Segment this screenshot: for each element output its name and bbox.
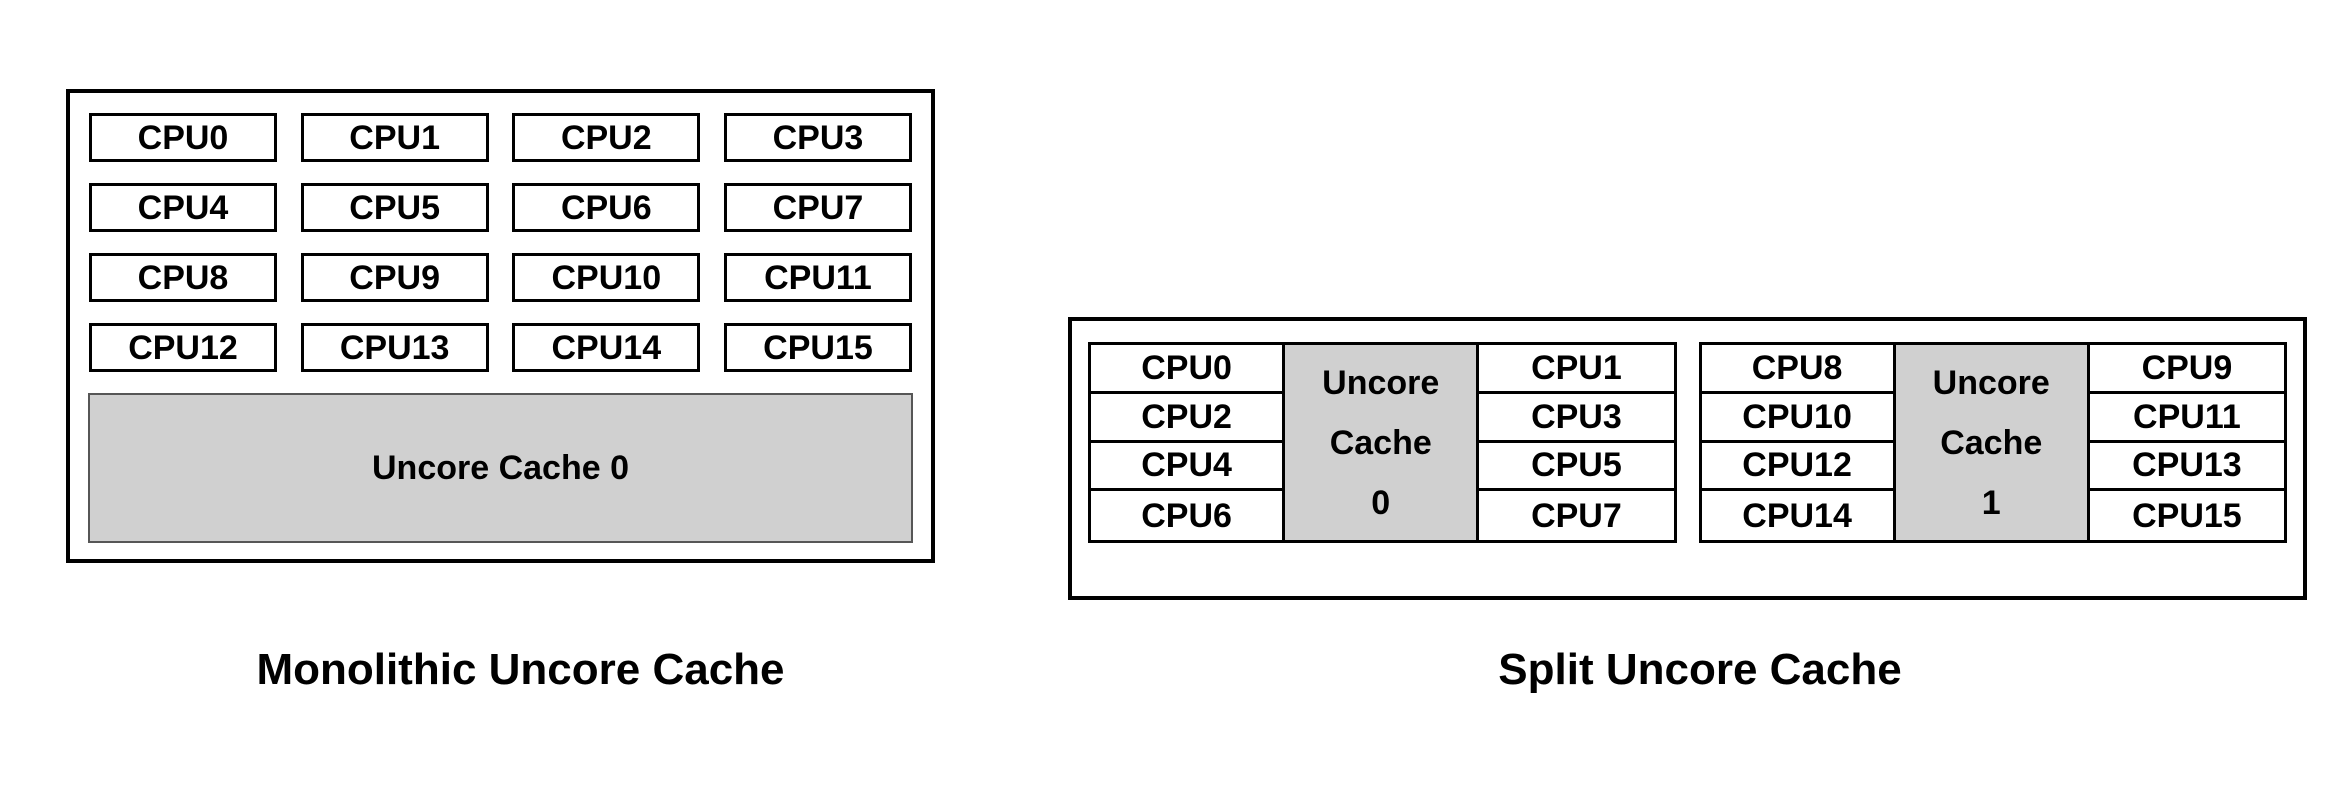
cache-line: 1 [1981, 483, 2001, 522]
cpu-cell: CPU12 [1701, 442, 1896, 492]
cpu-cell: CPU10 [1701, 393, 1896, 443]
cache-line: Uncore [1322, 363, 1440, 402]
cache-line: Cache [1329, 423, 1432, 462]
split-group-1: CPU8 CPU10 CPU12 CPU14 Uncore Cache 1 CP… [1698, 342, 2287, 543]
split-caption: Split Uncore Cache [1498, 645, 1902, 694]
cpu-cell: CPU13 [2089, 442, 2284, 492]
uncore-cache-0-cell: Uncore Cache 0 [1285, 345, 1480, 540]
cpu-cell: CPU4 [1091, 442, 1286, 492]
cache-line: Uncore [1932, 363, 2050, 402]
uncore-cache-1-cell: Uncore Cache 1 [1895, 345, 2090, 540]
cpu-cell: CPU1 [1479, 345, 1674, 394]
cpu-cell: CPU11 [2089, 393, 2284, 443]
cpu-box: CPU12 [89, 323, 277, 372]
cpu-box: CPU6 [512, 183, 701, 232]
cache-line: 0 [1371, 483, 1391, 522]
monolithic-diagram-box: CPU0 CPU1 CPU2 CPU3 CPU4 CPU5 CPU6 CPU7 … [66, 89, 935, 563]
cpu-cell: CPU7 [1479, 491, 1674, 540]
cpu-box: CPU3 [723, 113, 912, 162]
cpu-cell: CPU2 [1091, 393, 1286, 443]
cpu-box: CPU8 [89, 253, 277, 302]
cpu-box: CPU13 [300, 323, 489, 372]
cpu-box: CPU2 [512, 113, 701, 162]
cpu-box: CPU0 [89, 113, 277, 162]
cpu-box: CPU15 [723, 323, 912, 372]
cpu-box: CPU7 [723, 183, 912, 232]
split-diagram-box: CPU0 CPU2 CPU4 CPU6 Uncore Cache 0 CPU1 … [1068, 317, 2307, 600]
cpu-cell: CPU6 [1091, 491, 1286, 540]
cpu-cell: CPU9 [2089, 345, 2284, 394]
cpu-box: CPU1 [300, 113, 489, 162]
cache-line: Cache [1940, 423, 2043, 462]
cpu-box: CPU9 [300, 253, 489, 302]
cpu-cell: CPU8 [1701, 345, 1896, 394]
monolithic-caption: Monolithic Uncore Cache [256, 645, 785, 694]
cpu-box: CPU4 [89, 183, 277, 232]
monolithic-cpu-grid: CPU0 CPU1 CPU2 CPU3 CPU4 CPU5 CPU6 CPU7 … [70, 93, 931, 372]
cpu-box: CPU11 [723, 253, 912, 302]
split-group-0: CPU0 CPU2 CPU4 CPU6 Uncore Cache 0 CPU1 … [1088, 342, 1677, 543]
uncore-cache-0-box: Uncore Cache 0 [88, 393, 913, 543]
cpu-box: CPU5 [300, 183, 489, 232]
cpu-cell: CPU0 [1091, 345, 1286, 394]
cpu-cell: CPU3 [1479, 393, 1674, 443]
cpu-cell: CPU15 [2089, 491, 2284, 540]
cpu-cell: CPU5 [1479, 442, 1674, 492]
cpu-box: CPU14 [512, 323, 701, 372]
cpu-cell: CPU14 [1701, 491, 1896, 540]
cpu-box: CPU10 [512, 253, 701, 302]
